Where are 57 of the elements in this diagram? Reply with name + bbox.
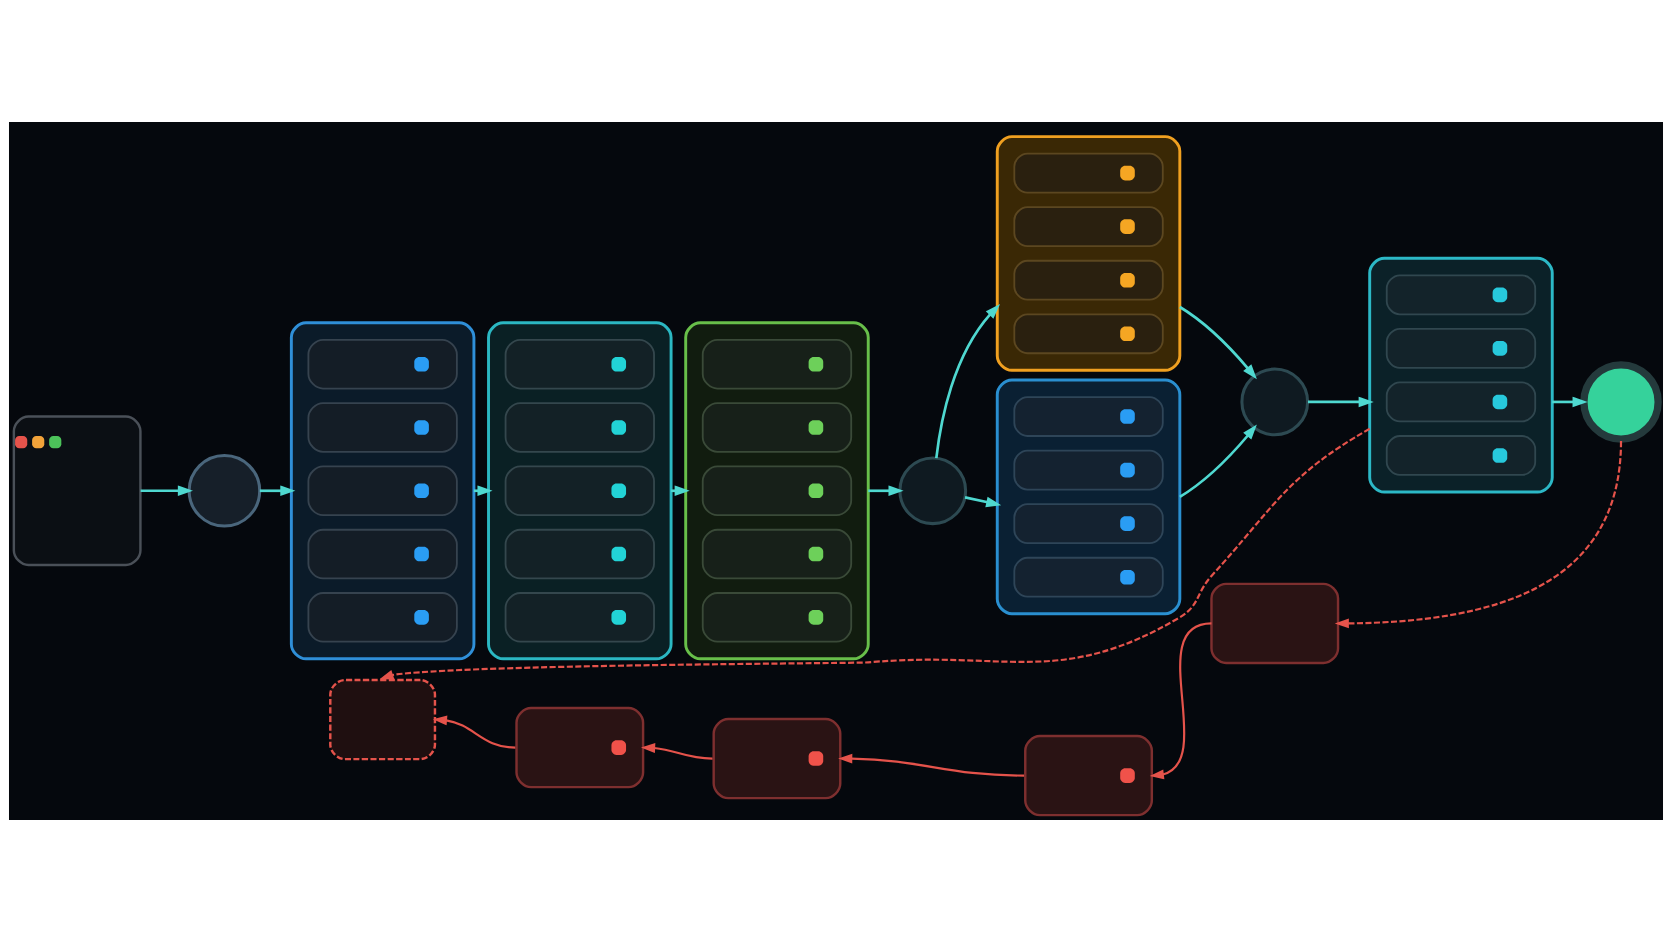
node-box — [701, 465, 853, 516]
node-box — [1013, 312, 1164, 354]
arrow — [1149, 621, 1212, 779]
arrow — [964, 495, 1002, 507]
cluster — [995, 378, 1182, 615]
node-box — [1024, 734, 1154, 816]
node-box — [504, 591, 655, 643]
arrow — [432, 714, 516, 749]
cluster — [995, 134, 1182, 372]
node-box — [712, 717, 842, 799]
arrow — [1552, 396, 1588, 407]
node-box — [1385, 327, 1537, 369]
node-box — [1210, 582, 1340, 664]
node-box — [701, 528, 853, 579]
node-box — [701, 591, 853, 643]
arrow — [259, 485, 296, 496]
node-box — [1013, 152, 1164, 193]
cluster — [1368, 256, 1554, 493]
node-box — [1013, 556, 1164, 598]
arrow — [868, 485, 904, 496]
node-box — [1013, 449, 1164, 490]
cluster — [684, 320, 870, 660]
arrow — [379, 427, 1371, 679]
arrow — [935, 303, 1001, 458]
node-box — [1013, 259, 1164, 301]
node-box — [1385, 434, 1537, 476]
node-circle — [1240, 367, 1310, 436]
arrow — [641, 742, 713, 760]
node-box — [1013, 205, 1164, 247]
node-box — [515, 706, 645, 788]
node-box — [1385, 273, 1537, 315]
node-box — [701, 401, 853, 453]
node-box — [504, 401, 655, 453]
node-circle — [1580, 360, 1662, 443]
node-box — [329, 678, 437, 760]
arrow — [671, 485, 690, 496]
arrow — [1179, 424, 1257, 498]
node-circle — [898, 455, 968, 525]
arrow — [1334, 440, 1623, 628]
arrow — [1179, 305, 1257, 379]
arrow — [140, 485, 193, 496]
node-box — [504, 338, 655, 389]
node-box — [307, 465, 458, 516]
node-box — [1013, 395, 1164, 437]
node-box — [504, 528, 655, 579]
node-box — [307, 338, 458, 389]
node-box — [1013, 502, 1164, 544]
node-box — [307, 591, 458, 643]
node-circle — [187, 453, 262, 528]
arrow — [838, 753, 1025, 777]
node-box — [1385, 381, 1537, 422]
node-box — [504, 465, 655, 516]
node-box — [701, 338, 853, 389]
node-box — [307, 401, 458, 453]
node-box — [307, 528, 458, 579]
arrow — [1308, 396, 1374, 407]
cluster — [487, 320, 673, 660]
